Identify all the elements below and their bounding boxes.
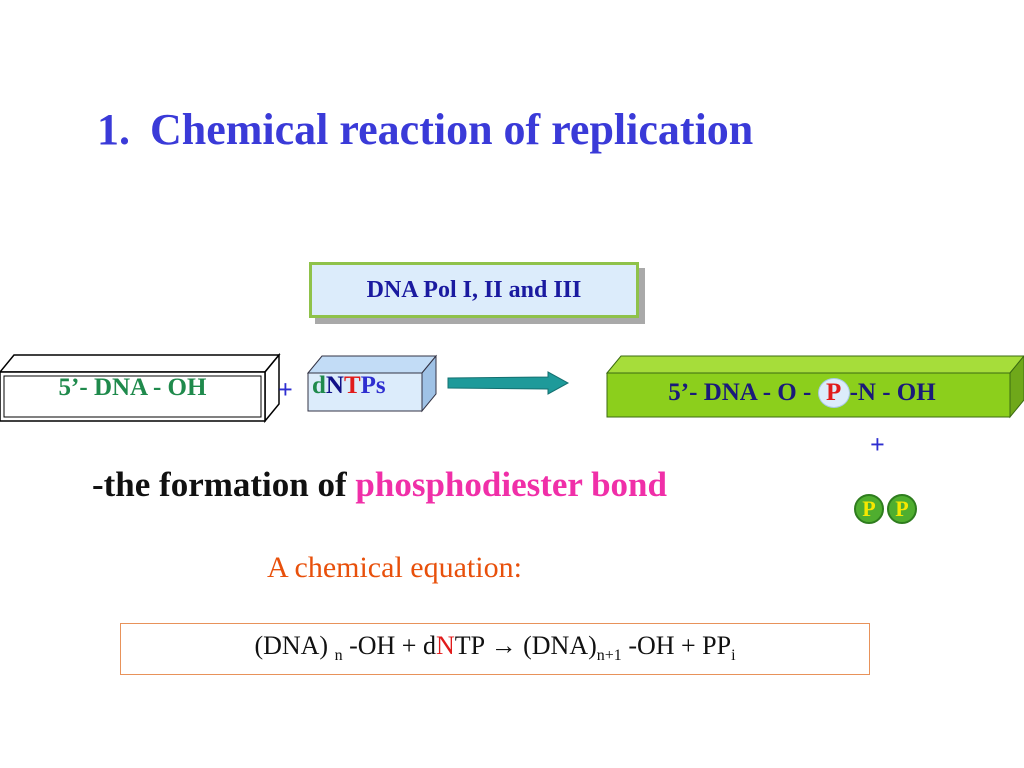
dntps-Ps: Ps (360, 372, 386, 399)
dna-reactant-box (0, 352, 281, 424)
formation-prefix: -the formation of (92, 465, 347, 504)
chemical-equation: (DNA) n -OH + dNTP → (DNA)n+1 -OH + PPi (120, 631, 870, 665)
eq-sub-n: n (334, 647, 343, 665)
dntps-box (306, 354, 438, 413)
dna-product-box (605, 355, 1024, 419)
dna-product-label: 5’- DNA - O - P-N - OH (612, 378, 992, 408)
plus-sign-products: + (870, 430, 885, 459)
product-after: -N - OH (849, 379, 936, 406)
enzyme-label: DNA Pol I, II and III (366, 277, 582, 303)
product-before: 5’- DNA - O - (668, 379, 812, 406)
title-number: 1. (97, 105, 130, 154)
dntps-label: dNTPs (312, 372, 386, 400)
eq-part3: TP → (DNA) (454, 631, 597, 660)
enzyme-box (309, 262, 639, 318)
formation-highlight: phosphodiester bond (355, 465, 667, 504)
equation-caption: A chemical equation: (267, 551, 522, 584)
equation-box (120, 623, 870, 675)
eq-part4: -OH + PP (628, 631, 732, 660)
reaction-arrow (447, 371, 570, 395)
eq-part1: (DNA) (254, 631, 329, 660)
phosphate-circle: P (817, 378, 850, 408)
dntps-N: N (325, 372, 344, 399)
dntps-T: T (343, 372, 361, 399)
title-text: Chemical reaction of replication (150, 105, 754, 154)
eq-sub-i: i (731, 647, 736, 665)
eq-sub-n1: n+1 (596, 647, 622, 665)
dna-reactant-label: 5’- DNA - OH (58, 374, 207, 401)
formation-text: -the formation of phosphodiester bond (92, 465, 667, 505)
pyrophosphate-p1: P (854, 494, 884, 524)
pyrophosphate-p2: P (887, 494, 917, 524)
dntps-d: d (312, 372, 326, 399)
eq-part2: -OH + d (349, 631, 436, 660)
plus-sign-reactants: + (278, 375, 293, 404)
slide-title: 1. Chemical reaction of replication (97, 100, 753, 160)
eq-N: N (435, 631, 455, 660)
